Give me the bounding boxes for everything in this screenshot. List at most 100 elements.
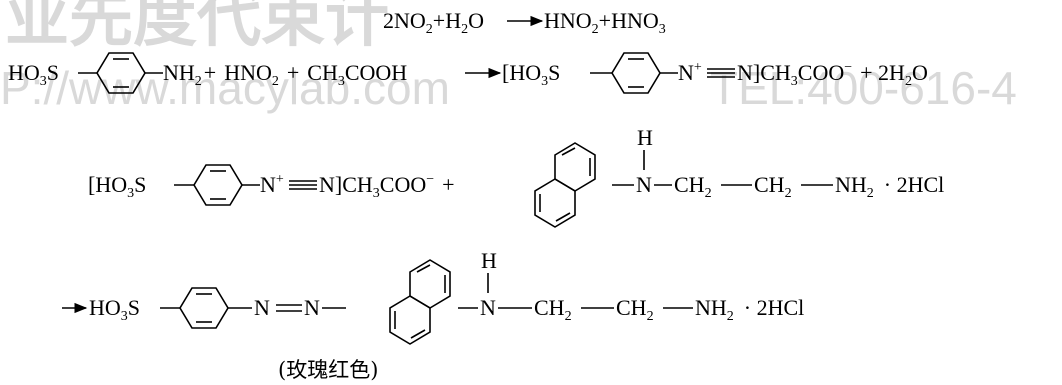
eq2-text: [HO (502, 60, 541, 85)
equation-2: HO3S NH2+HNO2+CH3COOH [HO3S (8, 52, 928, 94)
eq4-text: HO (89, 295, 121, 320)
svg-text:2NO2+H2O: 2NO2+H2O (383, 8, 484, 37)
eq3-sup: + (276, 172, 284, 187)
azo-n1: N (254, 295, 270, 320)
h-atom: H (481, 248, 497, 273)
eq2-text: S (548, 60, 560, 85)
svg-text:NH2· 2HCl: NH2 · 2HCl (835, 172, 944, 201)
double-bond (276, 304, 302, 312)
eq1-text: O (468, 8, 484, 33)
svg-text:N]CH3COO−+ 2H2O: N]CH3COO−+ 2H2O (737, 60, 928, 89)
eq1-sub: 2 (426, 22, 433, 37)
svg-text:CH2: CH2 (754, 172, 792, 201)
n-atom: N (636, 172, 652, 197)
eq1-text: 2NO (383, 8, 426, 33)
eq1-sub: 3 (659, 22, 666, 37)
eq3-sub: 2 (705, 186, 712, 201)
eq2-text: COOH (345, 60, 407, 85)
eq2-sup: − (844, 60, 852, 75)
svg-text:CH2: CH2 (616, 295, 654, 324)
eq4-text: CH (534, 295, 565, 320)
eq3-text: COO (380, 172, 426, 197)
eq2-sup: + (694, 60, 702, 75)
svg-text:CH2: CH2 (674, 172, 712, 201)
eq2-text: N]CH (737, 60, 791, 85)
eq4-text: · 2HCl (744, 295, 805, 320)
eq3-sup: − (426, 172, 434, 187)
eq2-sub: 3 (541, 74, 548, 89)
eq1-sub: 2 (461, 22, 468, 37)
svg-text:[HO3S: [HO3S (502, 60, 560, 89)
benzene-ring (179, 287, 229, 329)
eq2-text: + (204, 60, 216, 85)
svg-text:N+: N+ (678, 60, 702, 85)
eq3-sub: 3 (127, 186, 134, 201)
eq4-text: NH (695, 295, 727, 320)
eq1-text: +H (433, 8, 461, 33)
eq2-text: COO (798, 60, 844, 85)
eq1-sub: 2 (592, 22, 599, 37)
watermark-tel: TEL:400-616-4 (710, 62, 1017, 114)
equation-1: 2NO2+H2O HNO2+HNO3 (383, 8, 666, 37)
eq3-text: + (442, 172, 454, 197)
eq2-text: + 2H (860, 60, 905, 85)
eq2-sub: 3 (40, 74, 47, 89)
equation-4: HO3S N N (62, 248, 804, 382)
eq3-text: · 2HCl (884, 172, 945, 197)
svg-text:N]CH3COO−+: N]CH3COO−+ (319, 172, 455, 201)
watermark-url: P://www.macylab.com (0, 62, 450, 114)
svg-text:NH2+HNO2+CH3COOH: NH2+HNO2+CH3COOH (163, 60, 407, 89)
eq3-sub: 2 (867, 186, 874, 201)
eq1-text: HNO (544, 8, 592, 33)
svg-text:NH2· 2HCl: NH2 · 2HCl (695, 295, 804, 324)
svg-text:HNO2+HNO3: HNO2+HNO3 (544, 8, 666, 37)
eq2-sub: 2 (905, 74, 912, 89)
eq3-sub: 2 (785, 186, 792, 201)
eq3-text: CH (754, 172, 785, 197)
benzene-ring (611, 52, 661, 94)
eq4-sub: 2 (647, 309, 654, 324)
benzene-ring (193, 164, 243, 206)
eq3-text: S (134, 172, 146, 197)
svg-text:HO3S: HO3S (89, 295, 140, 324)
eq2-sub: 2 (272, 74, 279, 89)
eq4-sub: 2 (565, 309, 572, 324)
eq2-text: NH (163, 60, 195, 85)
eq3-text: CH (674, 172, 705, 197)
benzene-ring (96, 52, 146, 94)
eq2-text: CH (307, 60, 338, 85)
eq2-text: S (47, 60, 59, 85)
equation-3: [HO3S N+ N]CH3COO−+ (88, 125, 944, 228)
eq4-sub: 2 (727, 309, 734, 324)
azo-n2: N (304, 295, 320, 320)
eq1-text: +HNO (599, 8, 659, 33)
eq3-text: N]CH (319, 172, 373, 197)
eq4-text: CH (616, 295, 647, 320)
eq3-text: [HO (88, 172, 127, 197)
eq2-sub: 3 (791, 74, 798, 89)
naphthalene-ring (534, 142, 596, 228)
triple-bond (707, 68, 735, 78)
eq2-sub: 2 (195, 74, 202, 89)
eq4-sub: 3 (121, 309, 128, 324)
h-atom: H (637, 125, 653, 150)
svg-text:[HO3S: [HO3S (88, 172, 146, 201)
svg-text:CH2: CH2 (534, 295, 572, 324)
eq3-text: NH (835, 172, 867, 197)
eq2-text: N (678, 60, 694, 85)
eq2-text: + (287, 60, 299, 85)
svg-text:HO3S: HO3S (8, 60, 59, 89)
naphthalene-ring (389, 259, 451, 345)
eq2-sub: 3 (338, 74, 345, 89)
eq2-text: O (912, 60, 928, 85)
eq3-text: N (260, 172, 276, 197)
triple-bond (289, 180, 317, 190)
eq3-sub: 3 (373, 186, 380, 201)
eq2-text: HNO (224, 60, 272, 85)
watermark-banner: 业先度代束计 (5, 0, 389, 54)
svg-text:N+: N+ (260, 172, 284, 197)
eq2-text: HO (8, 60, 40, 85)
